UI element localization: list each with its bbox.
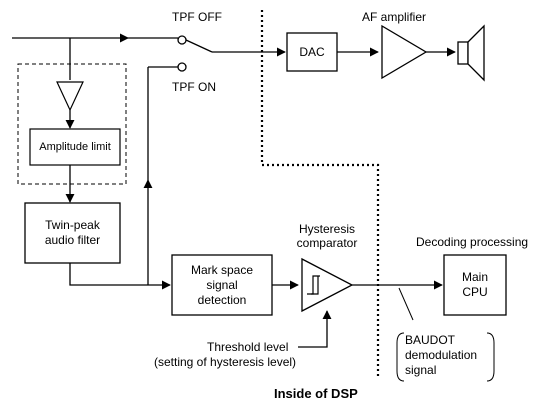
baudot-right-bracket xyxy=(486,332,495,382)
hysteresis-comparator-label: Hysteresis comparator xyxy=(296,222,358,250)
inside-dsp-label: Inside of DSP xyxy=(274,386,358,401)
amplifier-triangle-icon xyxy=(381,24,428,80)
threshold-level-label: Threshold level xyxy=(207,340,289,354)
twin-peak-label: Twin-peak audio filter xyxy=(44,218,101,247)
mark-space-label: Mark space signal detection xyxy=(190,262,254,307)
baudot-left-bracket xyxy=(396,332,405,382)
speaker-icon xyxy=(457,24,485,82)
amplitude-limit-box xyxy=(29,128,121,166)
switch-icon xyxy=(177,35,213,72)
main-cpu-label: Main CPU xyxy=(461,270,488,299)
dac-label: DAC xyxy=(299,44,325,59)
main-cpu-box xyxy=(443,254,507,316)
limiter-amplifier-icon xyxy=(56,81,84,112)
hysteresis-setting-label: (setting of hysteresis level) xyxy=(154,355,297,369)
hysteresis-symbol-icon xyxy=(307,275,320,295)
decoding-processing-label: Decoding processing xyxy=(416,235,529,249)
amplitude-limit-label: Amplitude limit xyxy=(39,140,111,153)
filter-output-line xyxy=(69,263,148,286)
baudot-pointer-line xyxy=(398,287,414,321)
limiter-dashed-block xyxy=(17,63,127,185)
tpf-on-label: TPF ON xyxy=(172,80,216,94)
tpf-off-label: TPF OFF xyxy=(172,10,222,24)
threshold-line xyxy=(298,310,332,348)
baudot-label: BAUDOT demodulation signal xyxy=(405,333,478,377)
twin-peak-box xyxy=(24,202,121,264)
af-amplifier-label: AF amplifier xyxy=(362,10,427,24)
comparator-triangle-icon xyxy=(301,257,354,313)
